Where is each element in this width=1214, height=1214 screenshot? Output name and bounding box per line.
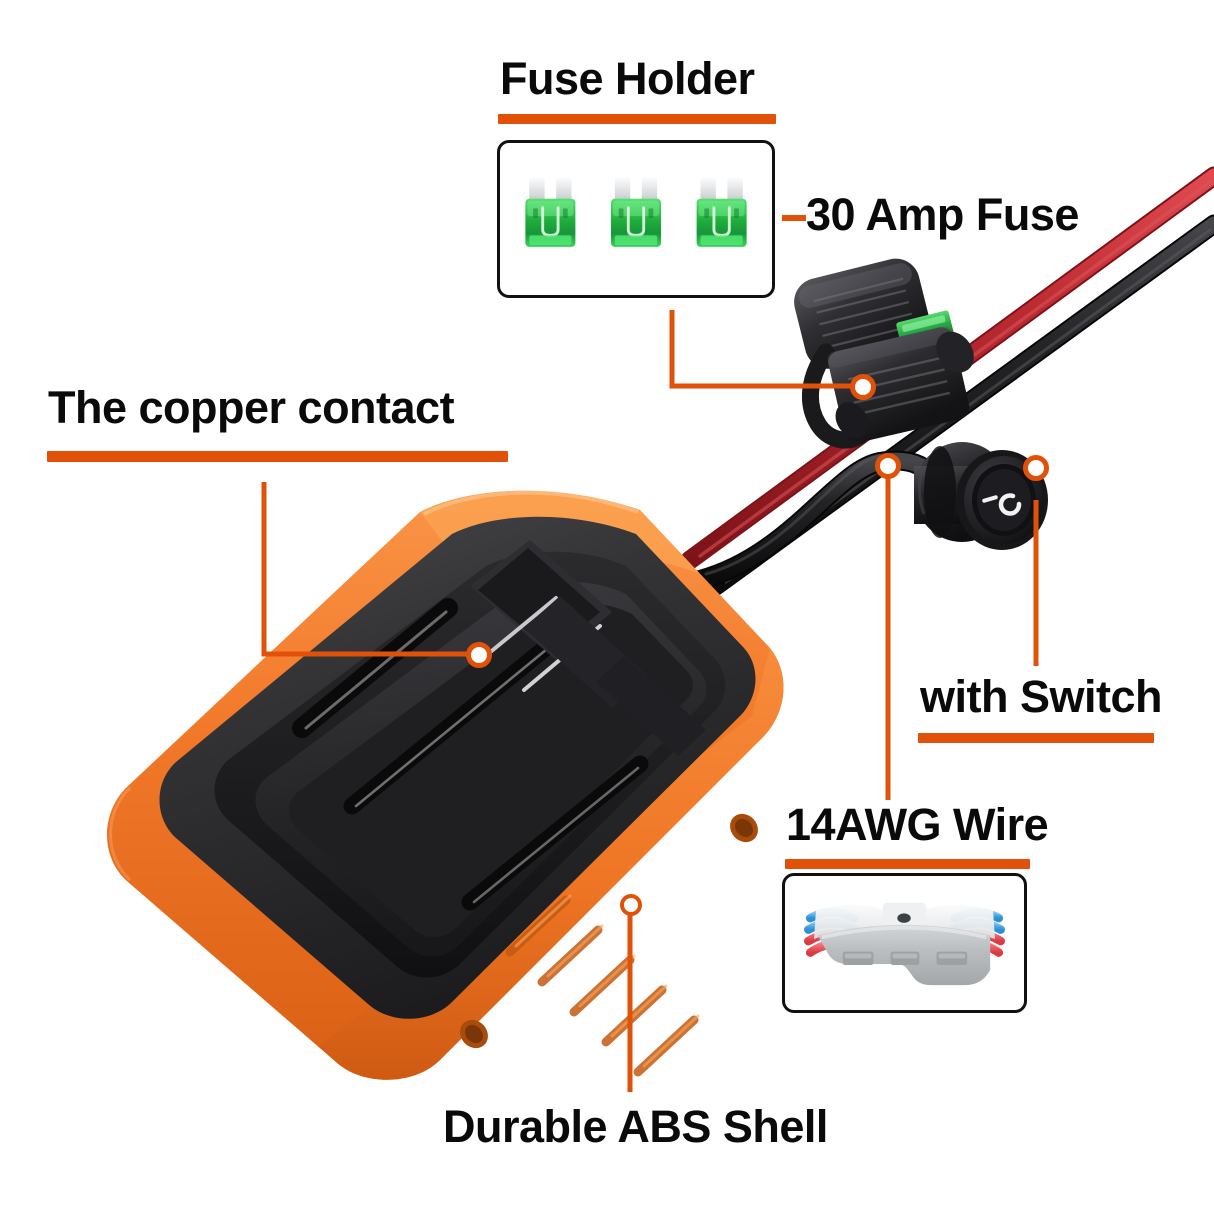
callout-rule-awg-wire (785, 859, 1030, 869)
callout-title-awg-wire: 14AWG Wire (786, 799, 1049, 850)
callout-title-with-switch: with Switch (920, 671, 1163, 722)
callout-title-copper-contact: The copper contact (48, 382, 455, 433)
callout-dot-with-switch (1023, 455, 1049, 481)
panel-fuse-holder (497, 140, 775, 298)
blade-fuse-group (525, 177, 747, 247)
callout-dot-abs-shell (620, 894, 642, 916)
wire-connector-art (804, 902, 1005, 986)
callout-rule-fuse-holder (498, 114, 776, 124)
fuse-in-holder (896, 310, 954, 348)
inline-fuse-holder-illustration (794, 258, 974, 449)
battery-adapter-body (107, 490, 784, 1080)
callout-dot-fuse-holder (850, 374, 876, 400)
callout-rule-with-switch (918, 733, 1154, 743)
callout-title-fuse-holder: Fuse Holder (500, 53, 755, 104)
contact-tongue (470, 540, 612, 692)
callout-title-abs-shell: Durable ABS Shell (443, 1101, 828, 1152)
callout-dot-awg-wire (875, 453, 901, 479)
callout-rule-copper-contact (47, 451, 508, 462)
grip-rib-highlights (514, 894, 700, 1068)
panel-awg-wire (782, 873, 1027, 1013)
leader-copper-contact (261, 482, 478, 657)
callout-dot-copper-contact (466, 642, 492, 668)
grip-ribs (505, 895, 699, 1077)
callout-title-amp-fuse: 30 Amp Fuse (806, 189, 1079, 240)
leader-fuse-holder (669, 310, 862, 389)
fuse-panel-art (525, 177, 747, 247)
